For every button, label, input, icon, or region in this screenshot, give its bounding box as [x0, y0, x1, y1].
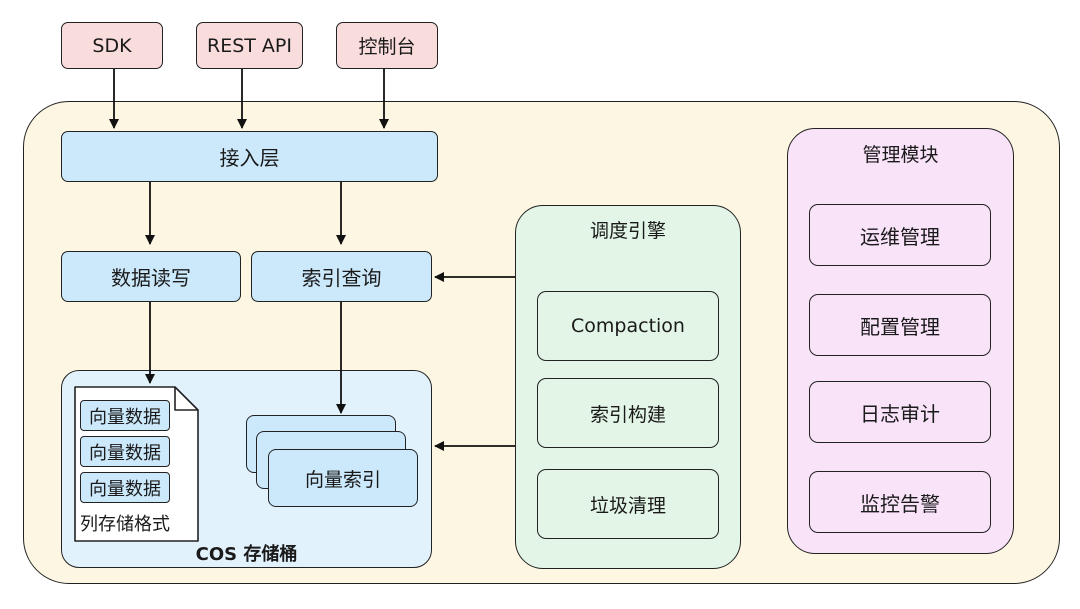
console-label: 控制台 — [358, 36, 416, 58]
data-rw-label: 数据读写 — [111, 266, 191, 290]
vector-data-row: 向量数据 — [80, 400, 170, 431]
monitoring-alert-box[interactable]: 监控告警 — [809, 471, 991, 533]
ops-management-box[interactable]: 运维管理 — [809, 204, 991, 266]
config-management-box[interactable]: 配置管理 — [809, 294, 991, 356]
cos-bucket-title: COS 存储桶 — [195, 544, 298, 565]
columnar-format-label: 列存储格式 — [80, 514, 170, 535]
index-query-label: 索引查询 — [301, 266, 382, 290]
rest-api-label: REST API — [207, 34, 292, 57]
rest-api-client[interactable]: REST API — [196, 22, 303, 69]
data-rw-box[interactable]: 数据读写 — [61, 251, 241, 302]
index-query-box[interactable]: 索引查询 — [251, 251, 432, 302]
vector-index-label: 向量索引 — [304, 468, 381, 491]
scheduler-title: 调度引擎 — [589, 220, 666, 242]
management-title: 管理模块 — [862, 144, 939, 166]
sdk-label: SDK — [92, 34, 132, 57]
sdk-client[interactable]: SDK — [61, 22, 163, 69]
vector-data-row: 向量数据 — [80, 436, 170, 467]
garbage-cleanup-box[interactable]: 垃圾清理 — [537, 469, 719, 539]
index-build-box[interactable]: 索引构建 — [537, 378, 719, 448]
console-client[interactable]: 控制台 — [336, 22, 438, 69]
log-audit-box[interactable]: 日志审计 — [809, 381, 991, 443]
compaction-box[interactable]: Compaction — [537, 291, 719, 361]
vector-index-box[interactable]: 向量索引 — [268, 449, 418, 507]
access-layer[interactable]: 接入层 — [61, 131, 438, 182]
access-layer-label: 接入层 — [219, 146, 280, 170]
vector-data-row: 向量数据 — [80, 472, 170, 503]
